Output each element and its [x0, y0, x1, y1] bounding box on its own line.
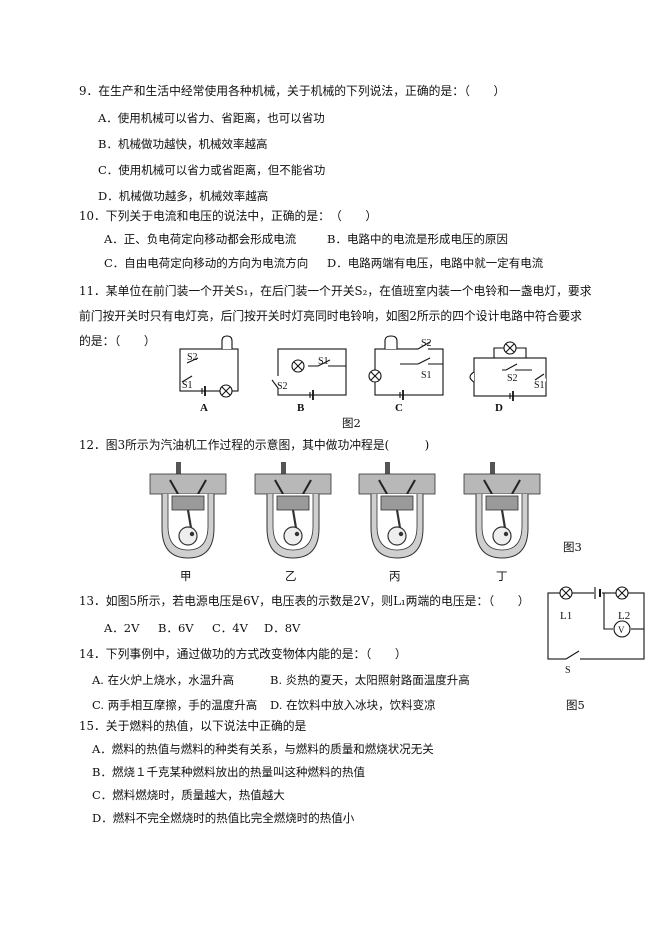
- figure5-circuit: L1 L2 V S: [547, 586, 645, 676]
- label-c-s2: S2: [421, 338, 432, 349]
- option-label-b: B: [297, 402, 305, 414]
- figure3-engines: [148, 460, 542, 560]
- circuit-d: [469, 341, 547, 401]
- fig5-label-v: V: [618, 625, 625, 635]
- q12-stem: 12．图3所示为汽油机工作过程的示意图，其中做功冲程是( ): [79, 438, 430, 452]
- label-b-s2: S2: [277, 381, 288, 392]
- option-label-a: A: [200, 402, 208, 414]
- q15-option-b: B．燃烧１千克某种燃料放出的热量叫这种燃料的热值: [92, 765, 365, 779]
- label-a-s2: S2: [187, 352, 198, 363]
- q13-option-b: B．6V: [158, 621, 194, 635]
- circuit-b: [271, 348, 347, 400]
- figure2-circuits: S2 S1 S1 S2 S2 S1 S2 S1 A B C D: [179, 335, 547, 414]
- label-a-s1: S1: [182, 380, 193, 391]
- label-c-s1: S1: [421, 370, 432, 381]
- q11-stem-line1: 11．某单位在前门装一个开关S₁，在后门装一个开关S₂，在值班室内装一个电铃和一…: [79, 284, 592, 298]
- q11-stem-line3: 的是：（ ）: [79, 334, 156, 348]
- engine-yi: [253, 460, 333, 560]
- figure3-caption: 图3: [563, 540, 582, 554]
- figure2-caption: 图2: [342, 416, 361, 430]
- engine-jia: [148, 460, 228, 560]
- fig5-label-l2: L2: [618, 610, 630, 622]
- q13-stem: 13．如图5所示，若电源电压是6V，电压表的示数是2V，则L₁两端的电压是：（ …: [79, 594, 530, 608]
- q10-option-b: B．电路中的电流是形成电压的原因: [327, 232, 508, 246]
- q10-option-a: A．正、负电荷定向移动都会形成电流: [104, 232, 297, 246]
- label-d-s1: S1: [534, 380, 545, 391]
- q14-option-a: A. 在火炉上烧水，水温升高: [92, 673, 235, 687]
- q14-option-c: C. 两手相互摩擦，手的温度升高: [92, 698, 258, 712]
- q9-option-a: A．使用机械可以省力、省距离，也可以省功: [98, 111, 325, 125]
- q9-option-c: C．使用机械可以省力或省距离，但不能省功: [98, 163, 326, 177]
- option-label-d: D: [495, 402, 503, 414]
- engine-label-ding: 丁: [496, 569, 508, 583]
- q11-stem-line2: 前门按开关时只有电灯亮，后门按开关时灯亮同时电铃响，如图2所示的四个设计电路中符…: [79, 309, 582, 323]
- label-d-s2: S2: [507, 373, 518, 384]
- engine-label-bing: 丙: [389, 569, 401, 583]
- fig5-label-s: S: [565, 665, 571, 676]
- option-label-c: C: [395, 402, 403, 414]
- q14-option-b: B. 炎热的夏天，太阳照射路面温度升高: [270, 673, 470, 687]
- q10-option-c: C．自由电荷定向移动的方向为电流方向: [104, 256, 309, 270]
- engine-ding: [462, 460, 542, 560]
- q10-option-d: D．电路两端有电压，电路中就一定有电流: [327, 256, 544, 270]
- circuit-a: [179, 335, 239, 398]
- engine-label-jia: 甲: [180, 569, 192, 583]
- fig5-label-l1: L1: [560, 610, 572, 622]
- q15-option-d: D．燃料不完全燃烧时的热值比完全燃烧时的热值小: [92, 811, 355, 825]
- q14-stem: 14．下列事例中，通过做功的方式改变物体内能的是：（ ）: [79, 647, 407, 661]
- q15-option-c: C．燃料燃烧时，质量越大，热值越大: [92, 788, 285, 802]
- q15-option-a: A．燃料的热值与燃料的种类有关系，与燃料的质量和燃烧状况无关: [92, 742, 434, 756]
- q13-option-d: D．8V: [264, 621, 301, 635]
- label-b-s1: S1: [318, 356, 329, 367]
- engine-label-yi: 乙: [285, 569, 297, 583]
- q15-stem: 15．关于燃料的热值，以下说法中正确的是: [79, 719, 307, 733]
- q9-option-b: B．机械做功越快，机械效率越高: [98, 137, 268, 151]
- circuit-c: [368, 335, 444, 400]
- figure5-caption: 图5: [566, 698, 585, 712]
- q9-stem: 9．在生产和生活中经常使用各种机械，关于机械的下列说法，正确的是：（ ）: [79, 84, 506, 98]
- q10-stem: 10．下列关于电流和电压的说法中，正确的是： （ ）: [79, 209, 378, 223]
- q13-option-a: A．2V: [104, 621, 140, 635]
- q13-option-c: C．4V: [212, 621, 248, 635]
- q9-option-d: D．机械做功越多，机械效率越高: [98, 189, 269, 203]
- engine-bing: [357, 460, 437, 560]
- q14-option-d: D. 在饮料中放入冰块，饮料变凉: [270, 698, 436, 712]
